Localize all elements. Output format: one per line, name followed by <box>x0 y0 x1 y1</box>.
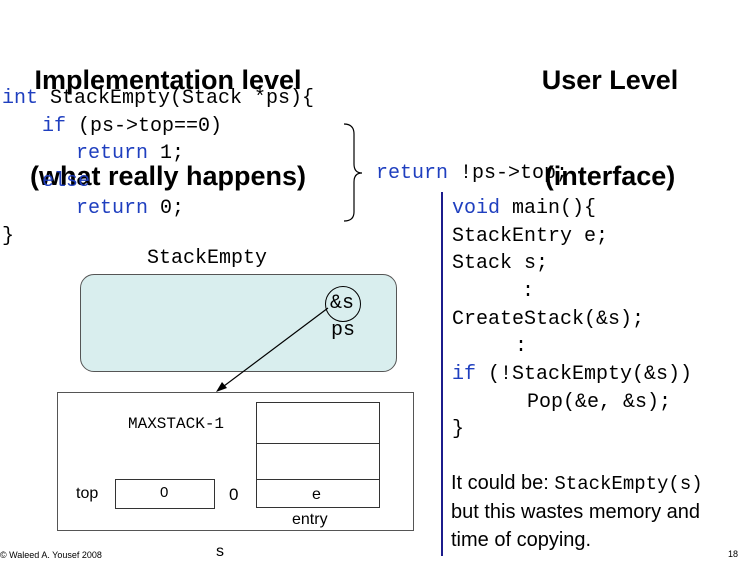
array-cell <box>257 443 379 444</box>
main-code-line-8: Pop(&e, &s); <box>527 391 672 414</box>
array-cell <box>257 479 379 480</box>
main-code-line-6: : <box>515 335 528 358</box>
pointer-value: &s <box>330 292 355 315</box>
note-line-2: but this wastes memory and <box>451 501 700 523</box>
impl-title-line1: Implementation level <box>34 65 302 95</box>
keyword: return <box>76 197 149 220</box>
maxstack-label: MAXSTACK-1 <box>128 415 225 433</box>
note-prefix: It could be: <box>451 472 555 494</box>
main-code-line-1: void main(){ <box>452 199 596 219</box>
page-number: 18 <box>728 549 739 559</box>
main-code-line-2: StackEntry e; <box>452 225 609 248</box>
impl-code-line-3: return 1; <box>76 144 184 164</box>
keyword: int <box>2 87 39 110</box>
code-text: 1; <box>148 142 185 165</box>
impl-code-line-5: return 0; <box>76 199 184 219</box>
entry-value: e <box>312 486 321 503</box>
copyright: © Waleed A. Yousef 2008 <box>0 550 102 560</box>
impl-title: Implementation level (what really happen… <box>0 0 336 224</box>
top-value: 0 <box>160 484 169 501</box>
impl-code-line-6: } <box>2 225 15 248</box>
code-text: StackEmpty(Stack *ps){ <box>38 87 315 110</box>
keyword: return <box>376 162 449 185</box>
code-text: (ps->top==0) <box>66 115 223 138</box>
keyword: if <box>452 363 477 386</box>
frame-label: StackEmpty <box>147 247 268 270</box>
user-title-line1: User Level <box>541 65 679 95</box>
pointer-name: ps <box>331 319 356 342</box>
pointer-arrow <box>216 307 329 392</box>
index-zero: 0 <box>229 485 239 504</box>
keyword: else <box>42 170 91 193</box>
note-line-1: It could be: StackEmpty(s) <box>451 471 703 495</box>
pointer-circle <box>325 286 361 322</box>
keyword: return <box>76 142 149 165</box>
impl-code-line-4: else <box>42 172 90 192</box>
user-return-line: return !ps->top; <box>376 164 568 184</box>
main-code-line-3: Stack s; <box>452 252 549 275</box>
impl-code-line-2: if (ps->top==0) <box>42 117 222 137</box>
entry-label: entry <box>292 511 328 528</box>
top-label: top <box>76 485 99 502</box>
struct-name: s <box>216 543 224 560</box>
keyword: if <box>42 115 67 138</box>
code-text: main(){ <box>500 197 597 220</box>
entry-array <box>256 402 380 508</box>
note-code: StackEmpty(s) <box>554 473 703 495</box>
user-title-line2: (interface) <box>544 161 676 191</box>
user-title: User Level (interface) <box>500 0 720 224</box>
keyword: void <box>452 197 501 220</box>
main-code-line-4: : <box>522 280 535 303</box>
brace-shape <box>343 123 363 222</box>
impl-code-line-1: int StackEmpty(Stack *ps){ <box>2 89 314 109</box>
code-text: (!StackEmpty(&s)) <box>476 363 693 386</box>
code-text: 0; <box>148 197 185 220</box>
main-code-line-5: CreateStack(&s); <box>452 308 645 331</box>
main-code-line-7: if (!StackEmpty(&s)) <box>452 365 692 385</box>
code-text: !ps->top; <box>448 162 569 185</box>
note-line-3: time of copying. <box>451 529 592 551</box>
impl-title-line2: (what really happens) <box>29 161 307 191</box>
top-field <box>115 479 215 509</box>
main-code-line-9: } <box>452 418 465 441</box>
vertical-divider <box>441 192 443 556</box>
